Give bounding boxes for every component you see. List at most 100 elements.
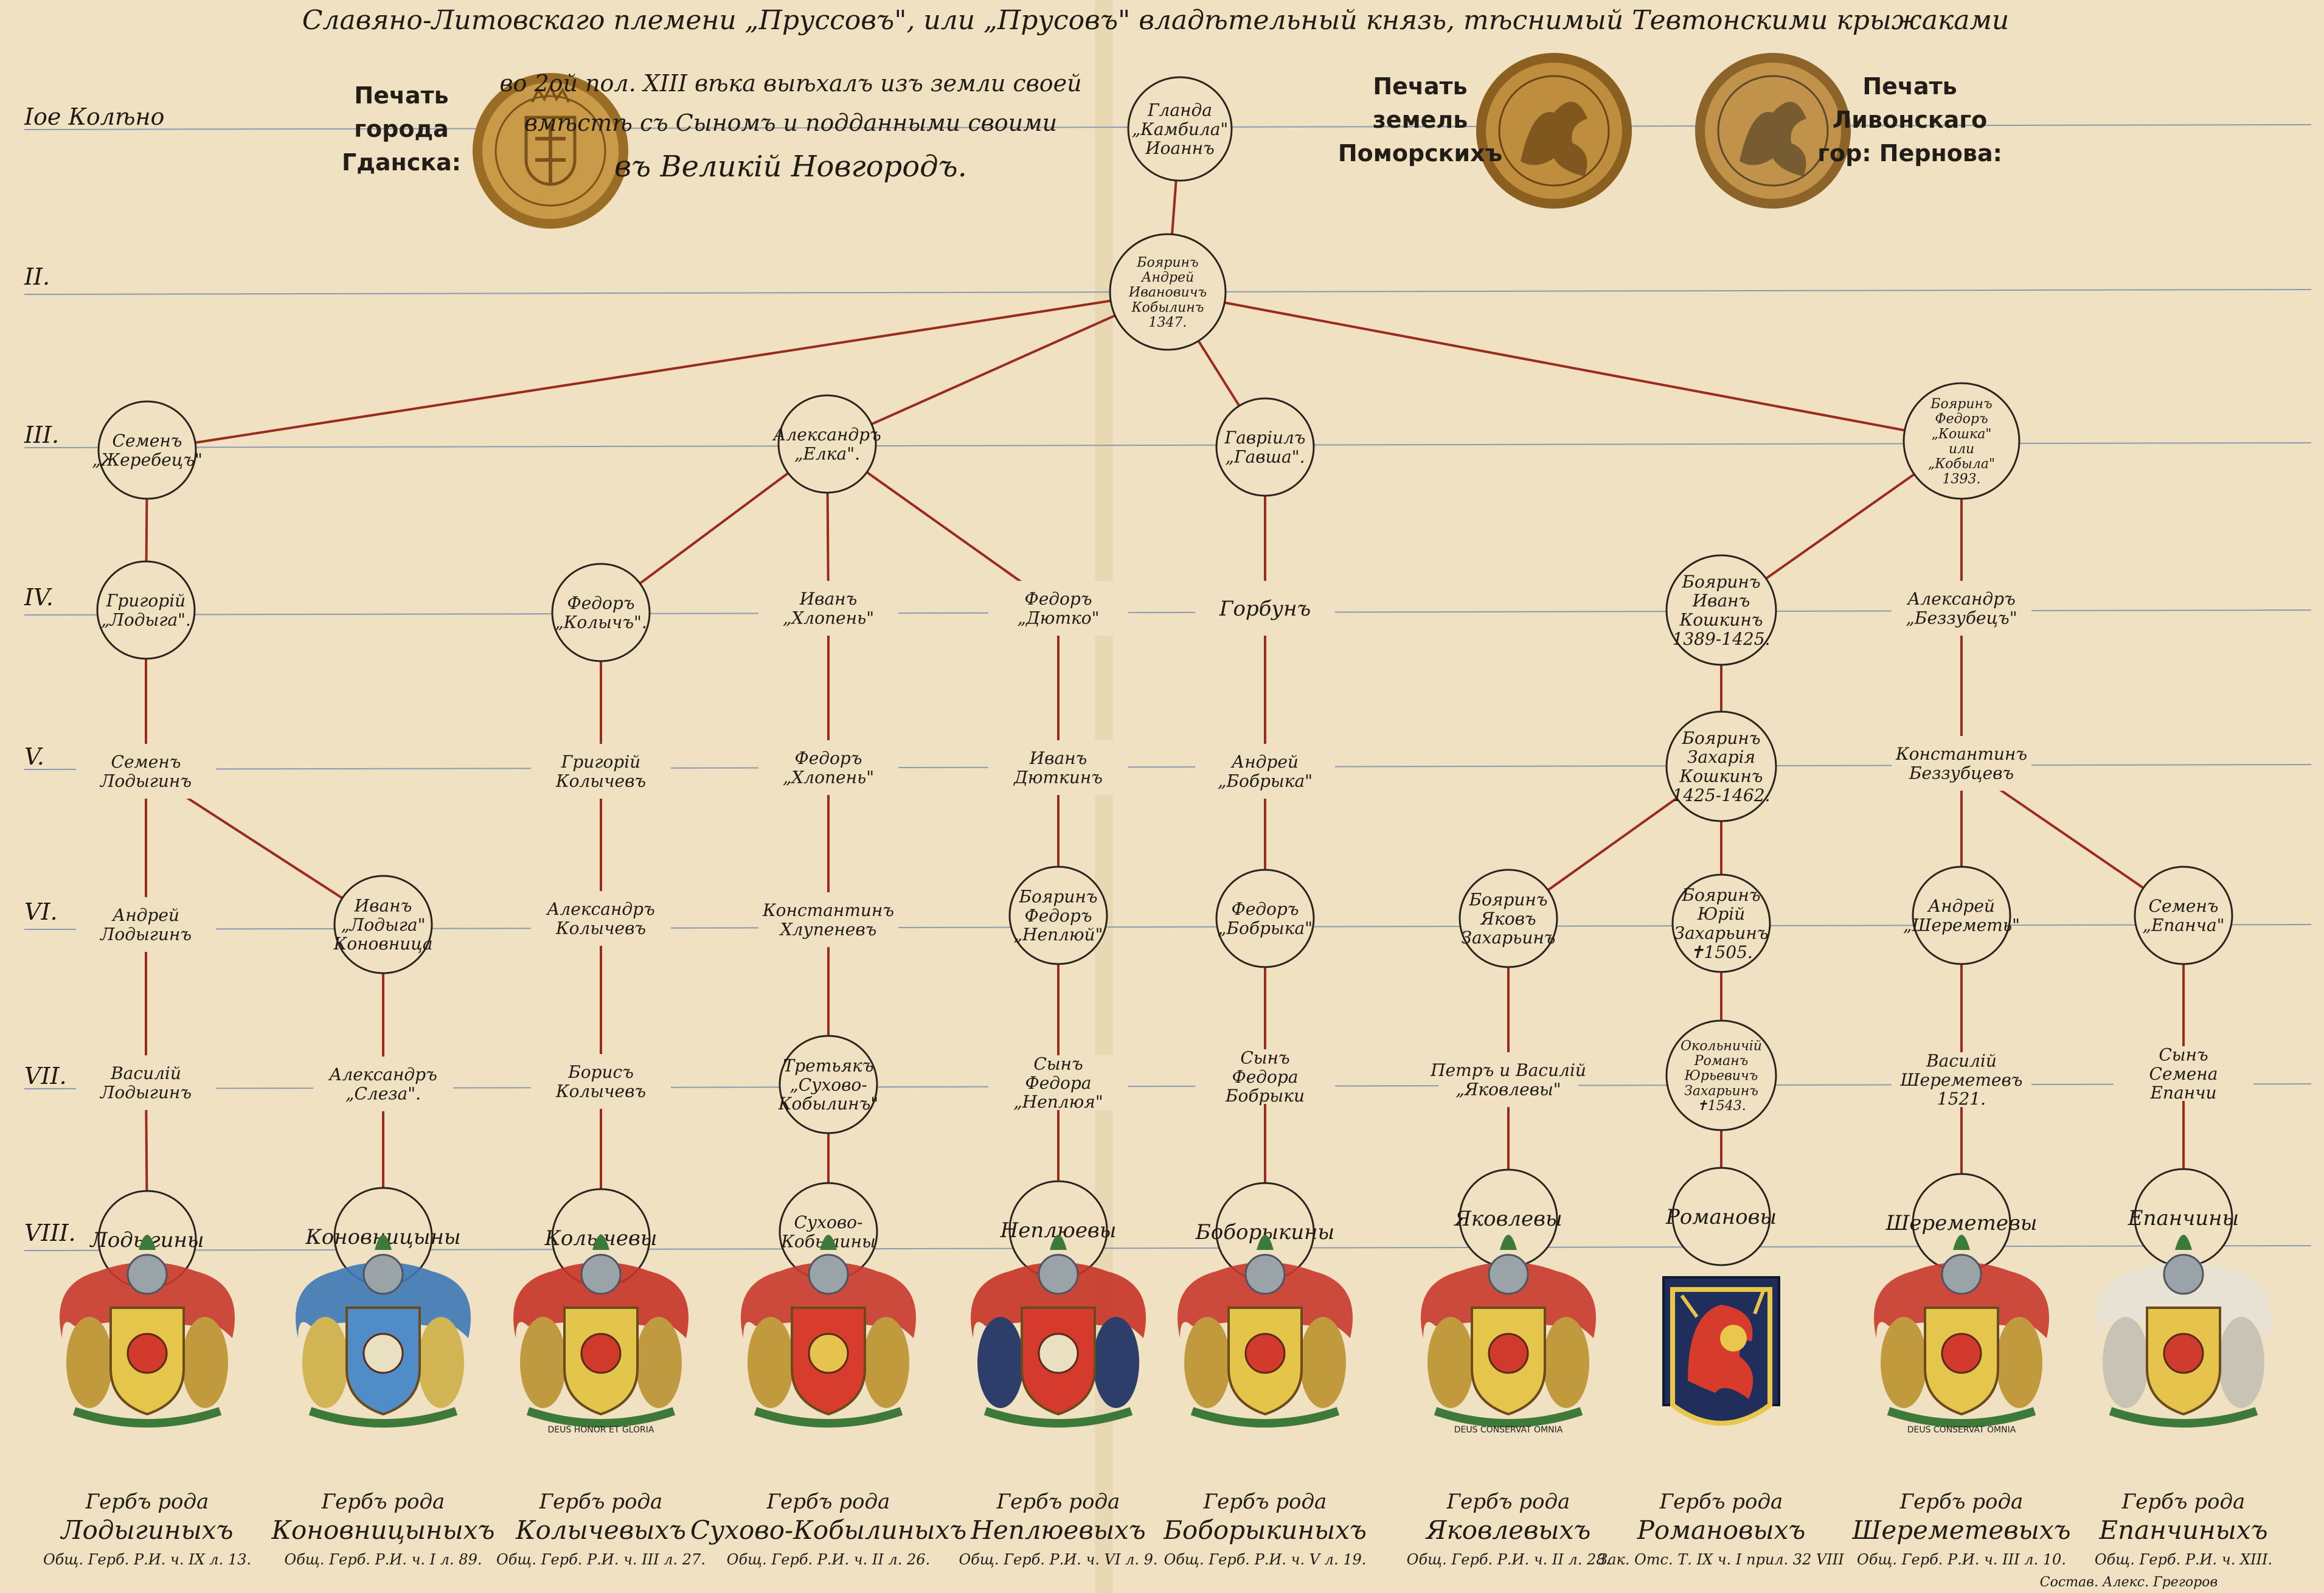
person-name-line: Сынъ xyxy=(1240,1047,1289,1067)
person-nodes: Гланда„Камбила"ИоаннъБояринъАндрейИванов… xyxy=(76,76,2253,1289)
person-name-line: Семенъ xyxy=(113,431,182,451)
person-name-line: Шереметевы xyxy=(1885,1211,2038,1235)
person-name-line: Александръ xyxy=(328,1064,437,1085)
yakovlev-coat-of-arms-icon: DEUS CONSERVAT OMNIA xyxy=(1421,1235,1596,1435)
person-circle xyxy=(1127,76,1233,182)
arms-helmet xyxy=(362,1254,404,1295)
arms-supporter-left xyxy=(747,1317,794,1408)
person-name-line: Кошкинъ xyxy=(1679,609,1763,630)
person-name-line: Василій xyxy=(110,1063,181,1083)
neplyuev-coat-of-arms-icon xyxy=(971,1235,1146,1428)
person-node-epanch8: Епанчины xyxy=(2128,1168,2239,1268)
seal-crosses xyxy=(535,123,566,184)
arms-caption-line: Общ. Герб. Р.И. ч. I л. 89. xyxy=(285,1551,482,1568)
person-name-line: Яковлевы xyxy=(1453,1207,1562,1231)
arms-caption-line: Яковлевыхъ xyxy=(1425,1515,1591,1545)
person-name-line: „Гавша". xyxy=(1225,446,1305,467)
person-circle xyxy=(551,563,651,662)
person-name-line: Бояринъ xyxy=(1681,728,1760,748)
person-node-tretyak7: Третьякъ„Сухово-Кобылинъ" xyxy=(778,1035,878,1134)
person-name-line: 1521. xyxy=(1937,1089,1986,1109)
arms-mantling xyxy=(971,1262,1146,1338)
seal-inner-ring xyxy=(494,95,606,207)
arms-caption-line: Гербъ рода xyxy=(996,1490,1120,1514)
arms-helmet xyxy=(1941,1254,1982,1295)
arms-caption-line: Зак. Отс. Т. IX ч. I прил. 32 VIII xyxy=(1598,1551,1844,1568)
arms-caption-line: Общ. Герб. Р.И. ч. III л. 27. xyxy=(496,1551,706,1568)
arms-charge xyxy=(1038,1333,1079,1374)
person-name-line: Федоръ xyxy=(1935,412,1988,427)
person-name-line: Андрей xyxy=(1140,270,1194,285)
person-name-line: Григорій xyxy=(106,591,186,611)
person-label-bg xyxy=(2114,1046,2253,1101)
person-name-line: или xyxy=(1949,442,1974,457)
person-name-line: „Неплюй" xyxy=(1014,925,1103,945)
person-name-line: Юрьевичъ xyxy=(1684,1069,1758,1084)
person-label-bg xyxy=(313,1057,453,1111)
person-name-line: 1389-1425. xyxy=(1673,629,1771,649)
arms-charge xyxy=(1244,1333,1286,1374)
person-node-glanda: Гланда„Камбила"Иоаннъ xyxy=(1127,76,1233,182)
arms-supporter-right xyxy=(2218,1317,2264,1408)
arms-crest xyxy=(1050,1235,1067,1250)
seal-label-line: Гданска: xyxy=(342,149,461,176)
person-node-sukh8: Сухово-Кобылины xyxy=(779,1182,878,1282)
person-name-line: 1425-1462. xyxy=(1673,785,1771,805)
arms-compartment xyxy=(72,1407,222,1428)
person-name-line: Петръ и Василій xyxy=(1430,1060,1586,1080)
arms-supporter-left xyxy=(1427,1317,1474,1408)
person-node-fedor4b: Федоръ„Дютко" xyxy=(988,581,1128,636)
arms-caption-line: Общ. Герб. Р.И. ч. II л. 26. xyxy=(727,1551,930,1568)
arms-caption-line: Гербъ рода xyxy=(1899,1490,2024,1514)
lineage-link xyxy=(1167,291,1962,442)
person-circle xyxy=(1215,397,1315,497)
person-node-bobor8: Боборыкины xyxy=(1195,1182,1334,1282)
arms-caption-line: Шереметевыхъ xyxy=(1851,1515,2070,1545)
lineage-link xyxy=(827,291,1168,445)
seal-label-line: города xyxy=(354,116,449,142)
person-label-bg xyxy=(988,1055,1128,1110)
arms-caption-line: Общ. Герб. Р.И. ч. IX л. 13. xyxy=(43,1551,251,1568)
person-name-line: Бояринъ xyxy=(1681,572,1760,592)
arms-supporter-right xyxy=(863,1317,909,1408)
arms-caption-line: Колычевыхъ xyxy=(515,1515,686,1545)
person-name-line: Андрей xyxy=(1927,896,1995,916)
person-name-line: „Сухово- xyxy=(789,1075,867,1095)
person-name-line: Константинъ xyxy=(1895,744,2027,764)
person-name-line: Семенъ xyxy=(2149,896,2219,916)
person-name-line: Юрій xyxy=(1697,904,1745,924)
compiler-signature: Состав. Алекс. Грегоров xyxy=(2040,1575,2218,1590)
person-name-line: Окольничій xyxy=(1681,1038,1762,1053)
person-name-line: Дюткинъ xyxy=(1013,767,1103,787)
seal-griffin xyxy=(1521,102,1587,176)
kolychev-coat-of-arms-icon: DEUS HONOR ET GLORIA xyxy=(513,1235,689,1435)
person-node-gorbun4: Горбунъ xyxy=(1195,581,1335,636)
arms-supporter-left xyxy=(302,1317,349,1408)
person-label-bg xyxy=(1195,581,1335,636)
person-name-line: „Епанча" xyxy=(2142,915,2224,935)
arms-mantling xyxy=(741,1262,916,1338)
danzig-seal-icon xyxy=(473,73,628,229)
arms-caption-line: Гербъ рода xyxy=(539,1490,663,1514)
person-node-fedor4: Федоръ„Колычъ". xyxy=(551,563,651,662)
arms-caption-line: Лодыгиныхъ xyxy=(60,1515,234,1545)
arms-charge xyxy=(580,1333,622,1374)
person-circle xyxy=(1903,382,2020,500)
arms-mantling xyxy=(60,1262,235,1338)
griffin-seal-icon xyxy=(1476,53,1632,209)
person-name-line: Сынъ xyxy=(1033,1053,1083,1074)
person-name-line: Захарьинъ xyxy=(1684,1083,1758,1098)
person-name-line: Колычевъ xyxy=(555,1081,646,1101)
person-circle xyxy=(1215,869,1315,968)
arms-crest xyxy=(2175,1235,2192,1250)
person-name-line: „Кошка" xyxy=(1932,426,1992,442)
person-name-line: Федора xyxy=(1025,1073,1091,1093)
arms-helmet xyxy=(1488,1254,1529,1295)
person-node-petr7: Петръ и Василій„Яковлевы" xyxy=(1430,1052,1586,1107)
person-name-line: Константинъ xyxy=(762,900,894,920)
person-name-line: Андрей xyxy=(111,905,179,925)
